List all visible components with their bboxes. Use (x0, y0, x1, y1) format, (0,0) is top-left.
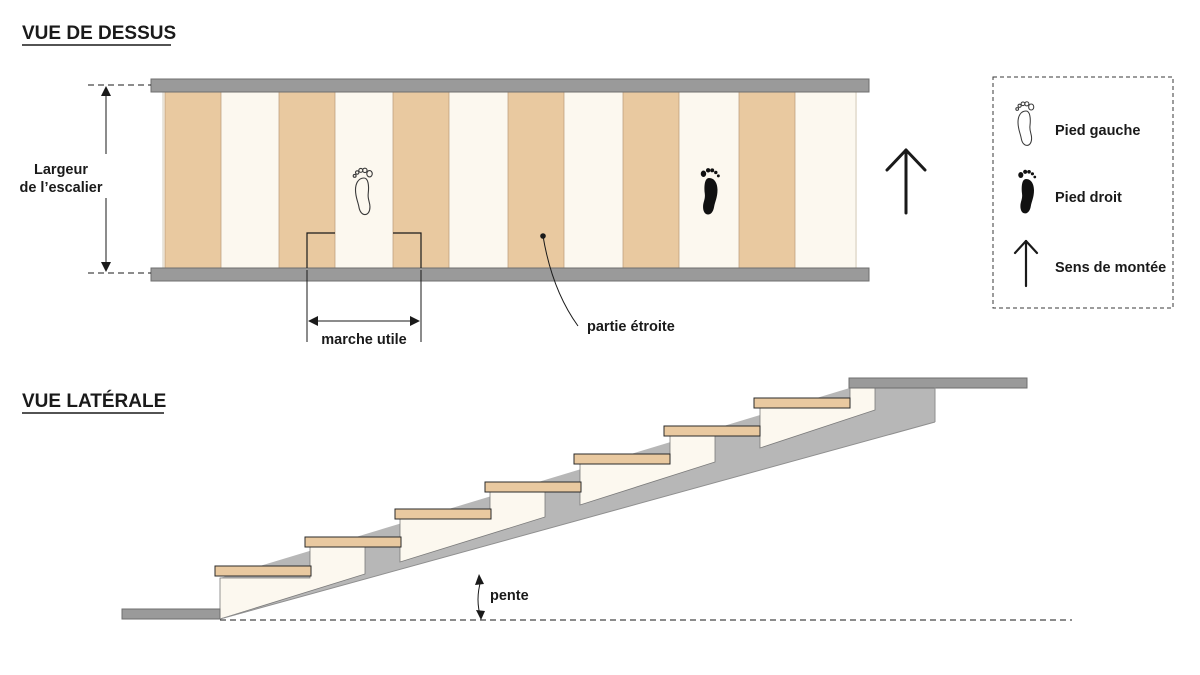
legend-label-climb-direction: Sens de montée (1055, 260, 1166, 276)
legend: Pied gauche Pied droit Sens de montée (992, 76, 1174, 309)
wood-tread (507, 91, 565, 269)
usable-tread-label: marche utile (321, 332, 406, 348)
stringer-bottom-edge (219, 421, 936, 620)
legend-up-arrow-icon (1013, 239, 1039, 288)
wood-tread (164, 91, 222, 269)
narrow-part-label: partie étroite (587, 319, 675, 335)
width-label-line1: Largeur (34, 162, 88, 178)
usable-tread-outline-left (306, 232, 335, 268)
top-rail (150, 78, 870, 93)
ground-floor-slab (121, 608, 221, 620)
legend-label-left-foot: Pied gauche (1055, 123, 1140, 139)
side-tread-6 (663, 425, 761, 437)
climb-direction-arrow-icon (885, 148, 927, 215)
width-label-backdrop (26, 154, 108, 198)
slope-angle-arrowhead-top (475, 574, 484, 585)
slope-label: pente (490, 588, 529, 604)
legend-label-right-foot: Pied droit (1055, 190, 1122, 206)
side-view-title: VUE LATÉRALE (22, 390, 166, 412)
tread-dividers (162, 92, 857, 268)
side-tread-1 (214, 565, 312, 577)
upper-landing (848, 377, 1028, 389)
wood-tread (622, 91, 680, 269)
side-tread-4 (484, 481, 582, 493)
usable-tread-outline-right (393, 232, 422, 268)
side-view: pente (121, 377, 1072, 621)
top-view: Largeur de l’escalier marche utile parti… (19, 78, 927, 348)
wood-tread (738, 91, 796, 269)
bottom-rail (150, 267, 870, 282)
slope-angle-arrowhead-bottom (476, 610, 485, 620)
side-tread-3 (394, 508, 492, 520)
side-tread-5 (573, 453, 671, 465)
narrow-part-leader (542, 235, 579, 327)
side-tread-7 (753, 397, 851, 409)
top-view-title: VUE DE DESSUS (22, 23, 176, 44)
stringer (220, 387, 935, 619)
usable-tread-dimension (306, 270, 422, 342)
width-label-line2: de l’escalier (19, 180, 102, 196)
side-tread-2 (304, 536, 402, 548)
